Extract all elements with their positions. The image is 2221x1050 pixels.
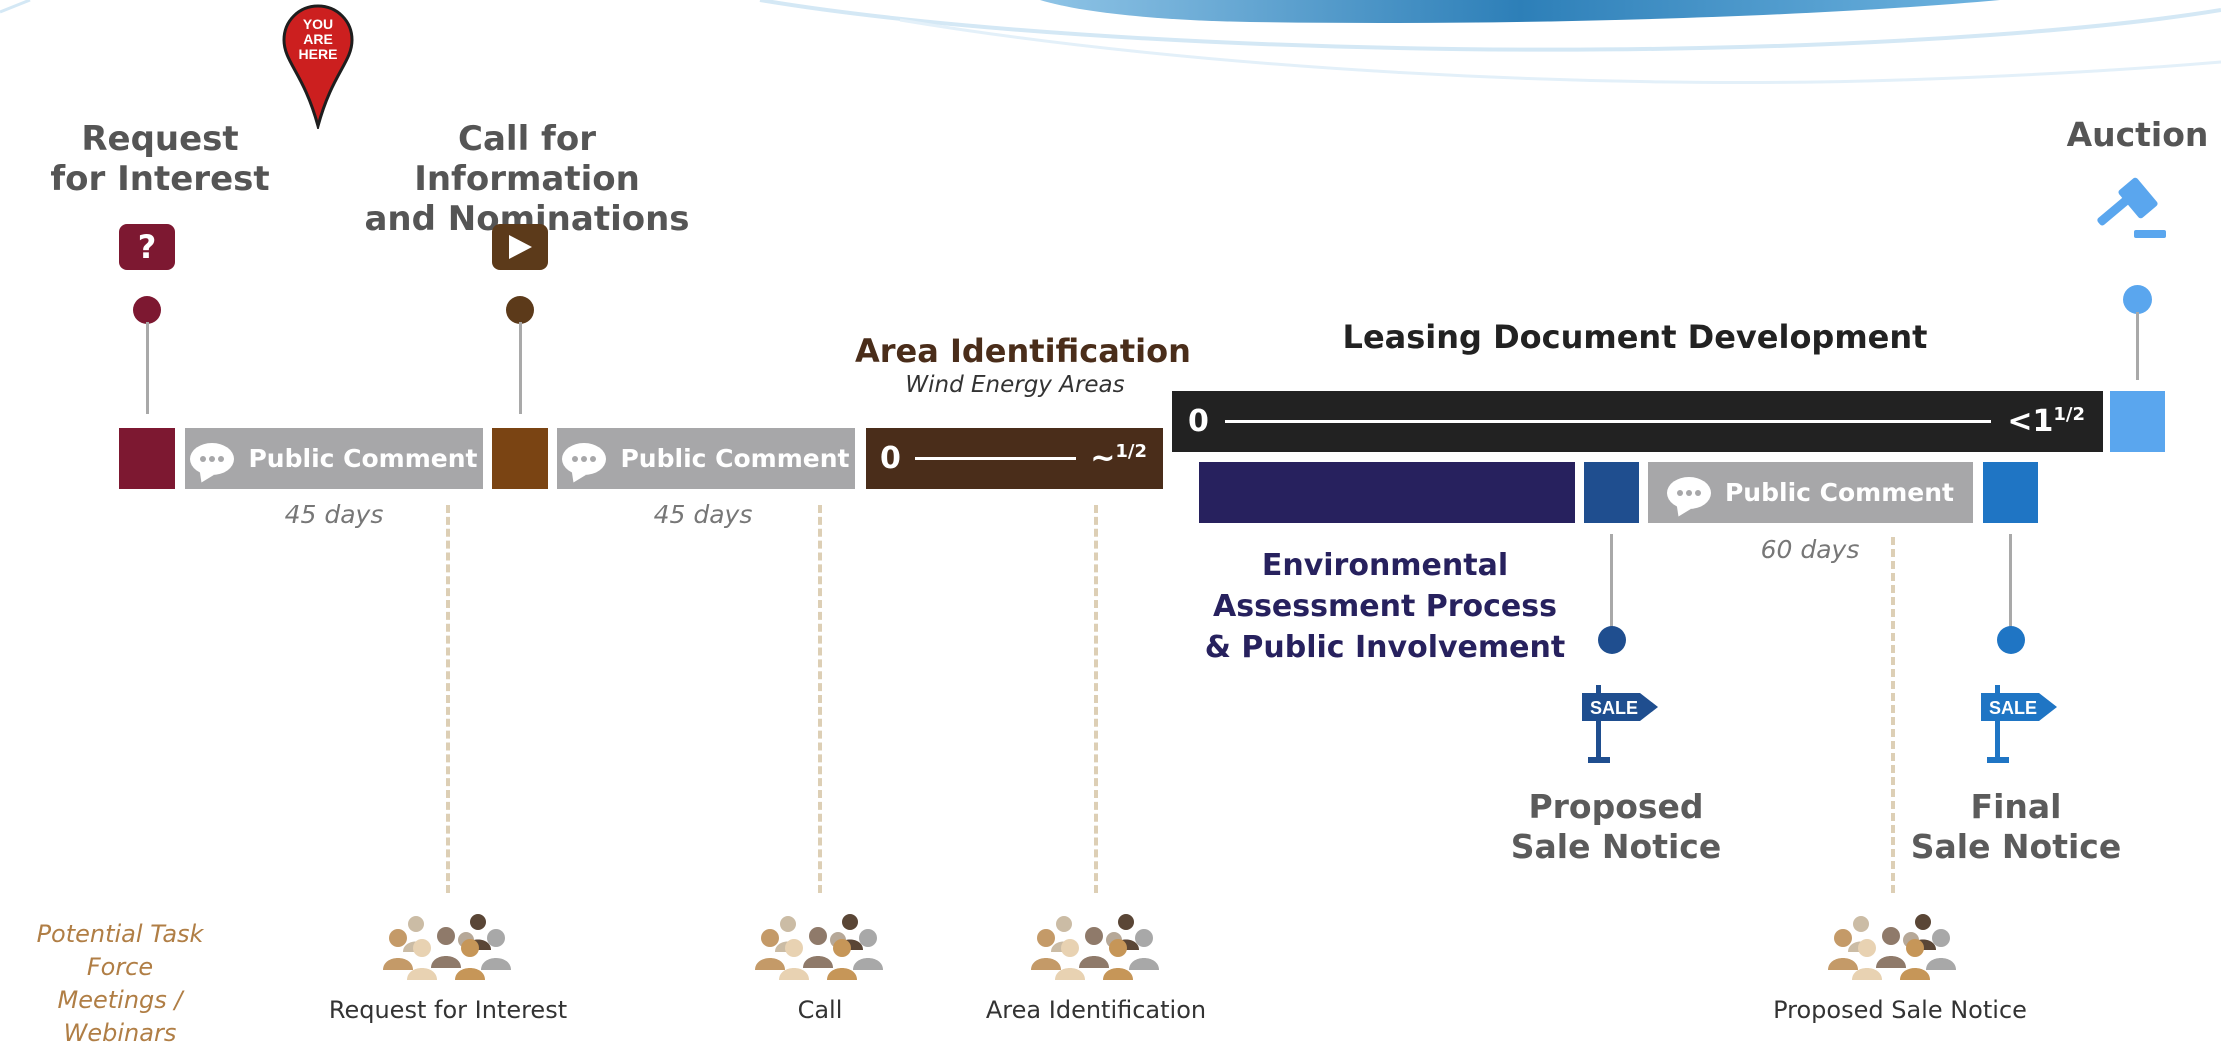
final-notice-dot (1997, 626, 2025, 654)
people-group-icon (755, 914, 883, 980)
leasing-scale-frac: 1/2 (2053, 404, 2085, 425)
call-title: Call for Information and Nominations (364, 119, 690, 239)
leasing-scale-line (1224, 420, 1992, 423)
call-stem (519, 322, 522, 414)
area-subtitle: Wind Energy Areas (905, 372, 1125, 398)
auction-dot (2123, 285, 2152, 314)
rfi-dot (133, 296, 161, 324)
you-are-here-marker: YOU ARE HERE (282, 4, 354, 129)
location-pin-icon (282, 4, 354, 129)
call-duration: 45 days (653, 500, 753, 529)
area-scale-frac: 1/2 (1115, 441, 1147, 462)
task-force-label: Potential Task Force Meetings / Webinars (36, 920, 204, 1047)
area-scale-end: ~ (1090, 441, 1116, 476)
public-comment-label: Public Comment (620, 444, 850, 473)
leasing-scale-end-wrap: <11/2 (2007, 404, 2085, 439)
sale-sign-icon: SALE (1582, 685, 1658, 763)
auction-stem (2136, 312, 2139, 380)
sale-sign-icon: SALE (1981, 685, 2057, 763)
psn-public-comment-bar: Public Comment (1648, 462, 1973, 523)
meeting-label-rfi: Request for Interest (328, 996, 568, 1024)
area-scale-end-wrap: ~1/2 (1090, 441, 1147, 476)
final-notice-stem (2009, 534, 2012, 630)
play-icon (492, 224, 548, 270)
proposed-notice-stem (1610, 534, 1613, 630)
rfi-duration: 45 days (284, 500, 384, 529)
leasing-scale-end: <1 (2007, 404, 2054, 439)
proposed-notice-dot (1598, 626, 1626, 654)
public-comment-label: Public Comment (248, 444, 478, 473)
question-icon: ? (119, 224, 175, 270)
wave-banner (0, 0, 2221, 84)
public-comment-label: Public Comment (1724, 478, 1954, 507)
psn-dash (1891, 537, 1895, 893)
rfi-title: Request for Interest (50, 119, 270, 199)
you-are-here-label: YOU ARE HERE (298, 16, 338, 62)
psn-duration: 60 days (1760, 535, 1860, 564)
call-dot (506, 296, 534, 324)
rfi-step-block (119, 428, 175, 489)
rfi-dash (446, 505, 450, 893)
final-notice-block (1983, 462, 2038, 523)
auction-block (2110, 391, 2165, 452)
rfi-public-comment-bar: Public Comment (185, 428, 483, 489)
area-duration-bar: 0 ~1/2 (866, 428, 1163, 489)
meeting-label-call: Call (797, 996, 843, 1024)
final-sign-text: SALE (1989, 698, 2037, 718)
rfi-stem (146, 322, 149, 414)
meeting-label-area: Area Identification (985, 996, 1207, 1024)
leasing-title: Leasing Document Development (1342, 318, 1928, 356)
area-scale-start: 0 (880, 441, 901, 476)
people-group-icon (383, 914, 511, 980)
proposed-sign-text: SALE (1590, 698, 1638, 718)
people-group-icon (1031, 914, 1159, 980)
call-public-comment-bar: Public Comment (557, 428, 855, 489)
speech-bubble-icon (1666, 476, 1711, 509)
meeting-label-psn: Proposed Sale Notice (1773, 996, 2027, 1024)
people-group-icon (1828, 914, 1956, 980)
environmental-bar (1199, 462, 1575, 523)
leasing-scale-start: 0 (1188, 404, 1209, 439)
auction-title: Auction (2066, 115, 2209, 154)
proposed-notice-title: Proposed Sale Notice (1510, 787, 1722, 866)
final-notice-title: Final Sale Notice (1910, 787, 2122, 866)
speech-bubble-icon (562, 442, 607, 475)
area-title: Area Identification (855, 332, 1191, 370)
call-dash (818, 505, 822, 893)
leasing-duration-bar: 0 <11/2 (1172, 391, 2103, 452)
area-dash (1094, 505, 1098, 893)
area-scale-line (914, 457, 1077, 460)
speech-bubble-icon (190, 442, 235, 475)
environmental-title: Environmental Assessment Process & Publi… (1204, 548, 1566, 665)
call-step-block (492, 428, 548, 489)
proposed-notice-block (1584, 462, 1639, 523)
gavel-icon (2097, 177, 2166, 238)
